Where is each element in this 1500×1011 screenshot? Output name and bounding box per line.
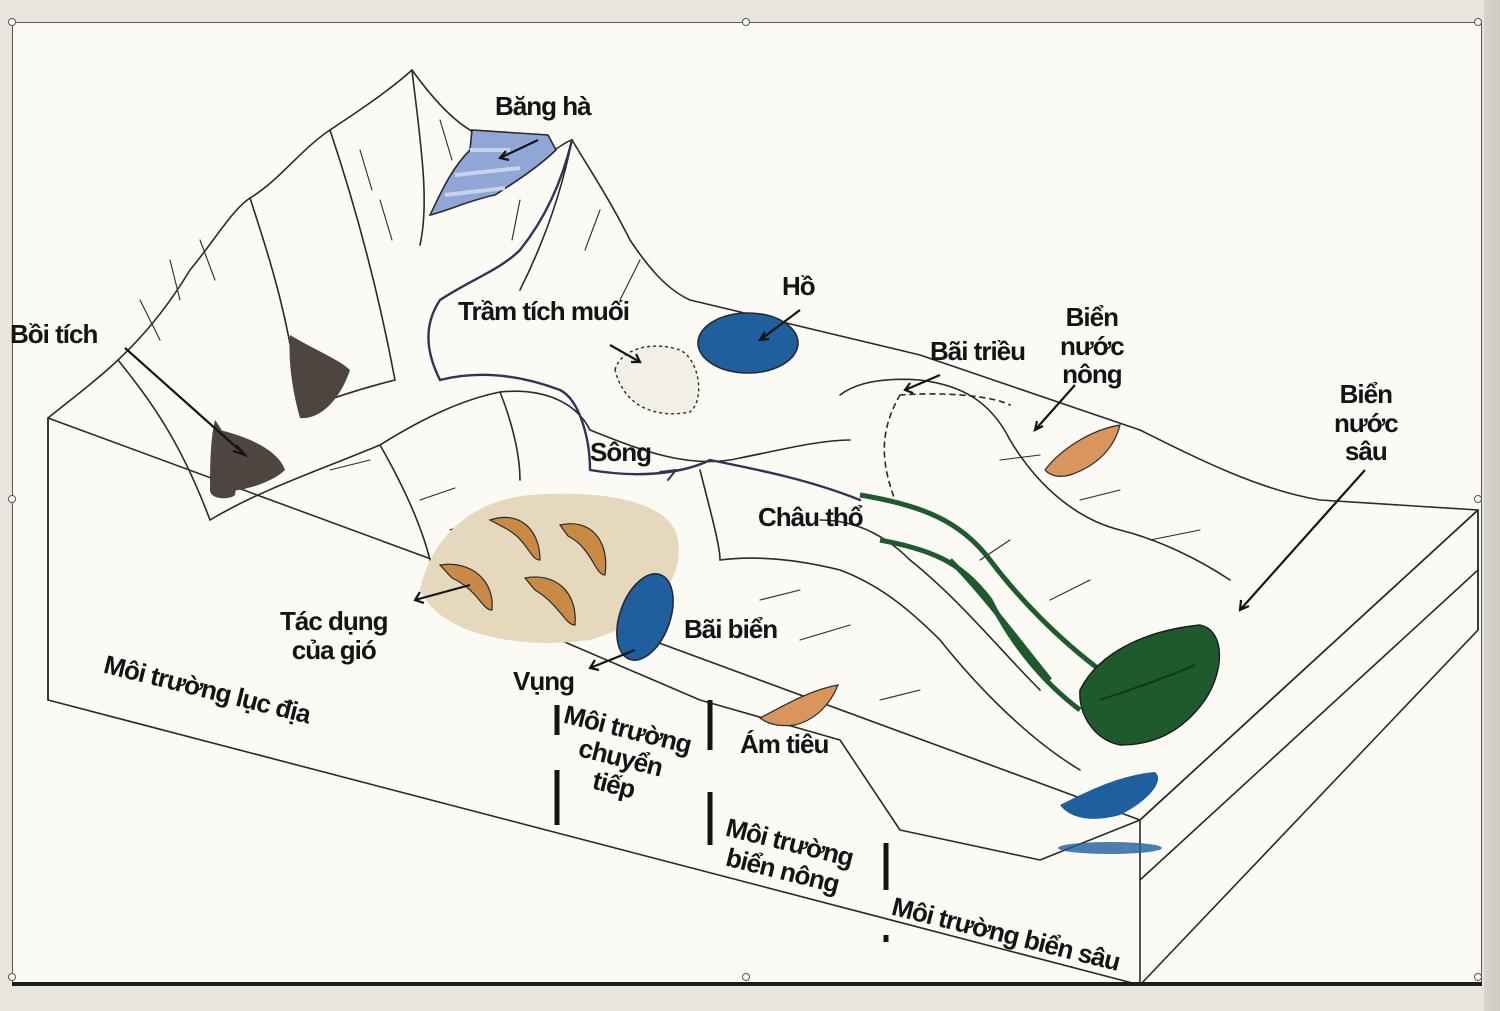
resize-handle-icon[interactable] [1474, 973, 1482, 981]
mountain-ridge [47, 69, 1479, 511]
submarine-channels [859, 492, 1102, 712]
mountain-slope [117, 69, 573, 521]
lake-shape [697, 312, 799, 374]
alluvial-fan-shape [215, 430, 285, 492]
resize-handle-icon[interactable] [742, 973, 750, 981]
resize-handle-icon[interactable] [8, 495, 16, 503]
alluvial-fan-shape [289, 335, 350, 419]
label-chau-tho: Châu thổ [758, 502, 864, 532]
deep-sea-fan-lobe [1099, 664, 1196, 701]
resize-handle-icon[interactable] [1474, 18, 1482, 26]
lagoon-shape [616, 573, 674, 661]
label-boi-tich: Bồi tích [10, 319, 98, 349]
dune-group [438, 516, 607, 626]
resize-handle-icon[interactable] [8, 973, 16, 981]
tidal-flat-dashed [883, 393, 1011, 501]
dune-shape [488, 516, 541, 561]
dune-shape [438, 563, 493, 611]
label-am-tieu: Ám tiêu [740, 729, 829, 759]
pointer-arrows [124, 139, 1366, 672]
page-edge [1484, 0, 1500, 1011]
label-bai-bien: Bãi biển [684, 614, 778, 644]
label-tac-dung-cua-gio: Tác dụng của gió [280, 606, 389, 665]
label-vung: Vụng [513, 666, 575, 696]
river-arrow [659, 469, 677, 481]
slope-ridge [719, 519, 1081, 771]
river [427, 138, 862, 502]
deep-water-shape [1060, 772, 1159, 819]
label-bai-trieu: Bãi triều [930, 336, 1026, 366]
zone-separator-ticks [554, 700, 889, 942]
deep-water-reflection [1058, 842, 1162, 854]
dune-shape [523, 576, 576, 626]
label-bien-nuoc-nong: Biển nước nông [1060, 302, 1125, 390]
label-ho: Hồ [782, 271, 816, 301]
block-top-edge [47, 417, 1479, 986]
frame-bottom-border [12, 982, 1482, 986]
hill-contour [379, 391, 721, 561]
label-tram-tich-muoi: Trầm tích muối [458, 296, 630, 326]
dune-shape [558, 523, 607, 576]
label-bang-ha: Băng hà [495, 91, 592, 121]
reef-shape [1044, 424, 1121, 477]
deep-sea-fan-shape [1079, 624, 1221, 746]
label-bien-nuoc-sau: Biển nước sâu [1334, 379, 1399, 467]
block-layer-line [1139, 569, 1479, 881]
resize-handle-icon[interactable] [742, 18, 750, 26]
coastal-ridge [839, 378, 1231, 581]
resize-handle-icon[interactable] [8, 18, 16, 26]
label-song: Sông [590, 437, 652, 467]
salt-deposit-shape [614, 345, 700, 415]
glacier-stripes [444, 148, 521, 197]
reef-shape [758, 684, 839, 727]
resize-handle-icon[interactable] [1474, 495, 1482, 503]
